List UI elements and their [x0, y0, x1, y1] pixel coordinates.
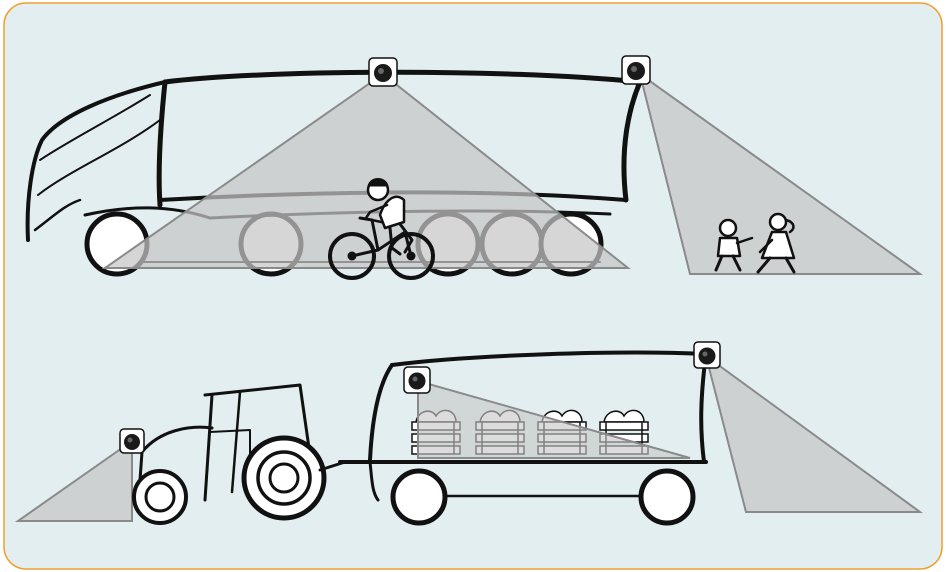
camera-icon — [694, 342, 720, 368]
trailer-wheel — [393, 471, 445, 523]
tractor-front-wheel — [134, 471, 186, 523]
camera-icon — [120, 429, 144, 453]
camera-icon — [404, 367, 430, 393]
tractor-rear-wheel — [244, 438, 324, 518]
trailer-wheel — [641, 471, 693, 523]
camera-icon — [369, 58, 397, 86]
camera-icon — [622, 56, 650, 84]
